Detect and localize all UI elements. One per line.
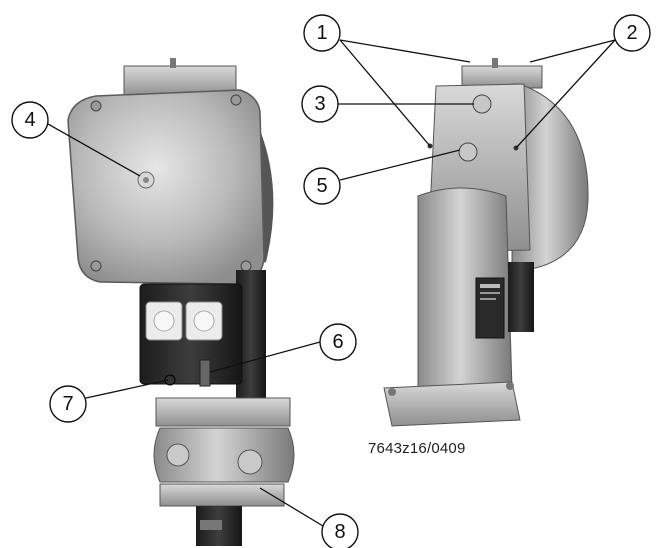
left-upper-flange	[155, 397, 291, 427]
screw-icon	[240, 260, 252, 272]
coil-label	[200, 520, 222, 530]
callout-circles	[11, 14, 651, 548]
leader-2a	[529, 39, 616, 63]
callout-label-4: 4	[24, 109, 35, 131]
screw-icon	[506, 382, 514, 390]
left-actuator	[67, 58, 295, 546]
adjustment-bolt-upper	[472, 94, 492, 114]
leader-5	[339, 149, 461, 181]
plug-cap-icon	[193, 310, 215, 332]
right-actuator	[383, 58, 589, 427]
callout-circle-2	[613, 14, 651, 52]
callout-circle-3	[301, 85, 339, 123]
leader-1a	[339, 39, 471, 63]
callout-label-2: 2	[626, 22, 637, 44]
adjustment-bolt-lower	[458, 142, 478, 162]
left-housing-cover	[67, 89, 265, 285]
callout-label-3: 3	[314, 93, 325, 115]
screw-icon	[90, 260, 102, 272]
nameplate-line	[480, 298, 496, 300]
callout-circle-8	[321, 513, 359, 548]
nameplate-line	[480, 292, 500, 294]
callout-circle-4	[11, 101, 49, 139]
right-side-module	[508, 262, 534, 332]
screw-icon	[230, 94, 242, 106]
right-top-pin	[492, 58, 498, 68]
callout-circle-1	[303, 14, 341, 52]
callout-label-5: 5	[316, 175, 327, 197]
callout-circle-6	[319, 323, 357, 361]
leader-4	[47, 123, 141, 177]
screw-icon	[388, 388, 396, 396]
callout-label-7: 7	[62, 393, 73, 415]
leader-2b	[515, 39, 616, 149]
center-indicator-dot	[143, 177, 149, 183]
valve-port-icon	[237, 449, 263, 475]
leader-6	[209, 341, 321, 373]
valve-port-icon	[166, 443, 190, 467]
callout-numbers: 1 2 3 4 5 6 7 8	[24, 22, 637, 543]
callout-circle-7	[49, 385, 87, 423]
callout-label-8: 8	[334, 521, 345, 543]
plug-cap-icon	[153, 310, 175, 332]
status-indicator-window	[199, 359, 211, 387]
nameplate-line	[480, 284, 500, 288]
left-lower-flange	[159, 483, 285, 507]
leader-7	[85, 379, 169, 399]
callout-label-6: 6	[332, 331, 343, 353]
leader-1b	[339, 39, 431, 147]
leader-8	[259, 487, 324, 527]
callout-circle-5	[303, 167, 341, 205]
leader-lines	[47, 39, 616, 527]
figure-reference-code: 7643z16/0409	[368, 440, 466, 457]
right-base-plate	[383, 381, 521, 427]
screw-icon	[90, 100, 102, 112]
callout-label-1: 1	[316, 22, 327, 44]
right-side-housing	[511, 83, 589, 271]
left-top-pin	[170, 58, 176, 68]
